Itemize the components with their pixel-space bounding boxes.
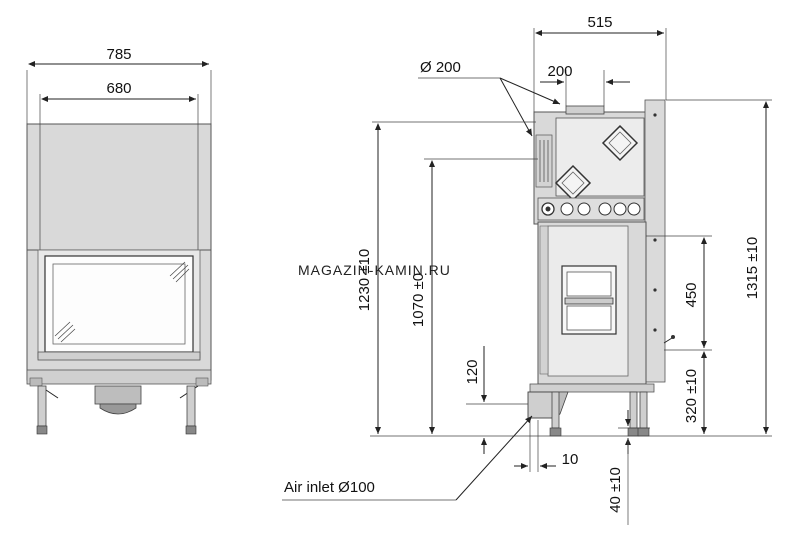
side-view: 515 200 Ø 200 1230 ±10 1070 ±0 120 10 Ai: [282, 14, 772, 525]
dim-outer-width: 785: [106, 46, 131, 63]
dim-flue-height: 1230 ±10: [356, 249, 373, 311]
dim-foot-offset: 10: [562, 451, 579, 468]
dim-depth: 515: [587, 14, 612, 31]
front-hood: [26, 123, 212, 251]
side-flue-collar: [565, 105, 605, 115]
dim-flue-diameter: Ø 200: [420, 59, 461, 76]
dim-leg-height: 320 ±10: [683, 369, 700, 423]
front-glass-door: [44, 255, 194, 353]
dim-control-height: 450: [683, 282, 700, 307]
dim-foot-adjust: 40 ±10: [607, 467, 624, 513]
front-air-inlet: [94, 385, 142, 405]
watermark: MAGAZIN-KAMIN.RU: [298, 262, 451, 278]
dim-inner-width: 680: [106, 80, 131, 97]
side-air-inlet: [527, 391, 555, 419]
dim-total-height: 1315 ±10: [744, 237, 761, 299]
dim-flue-width: 200: [547, 63, 572, 80]
front-view: 785 680: [26, 46, 212, 435]
diamond-icon: [601, 124, 639, 162]
label-air-inlet: Air inlet Ø100: [284, 479, 375, 496]
dim-air-inlet-height: 120: [464, 359, 481, 384]
dim-door-top-height: 1070 ±0: [410, 273, 427, 327]
